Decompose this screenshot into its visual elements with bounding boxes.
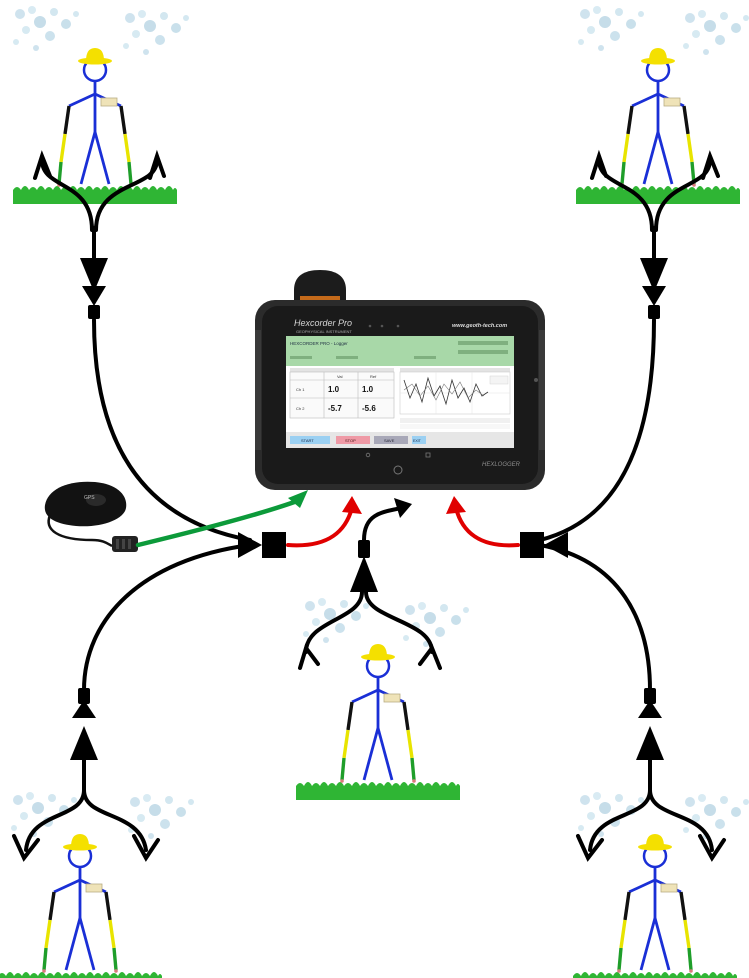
cable-bottom-right bbox=[538, 543, 726, 862]
exit-button-label: EXIT bbox=[413, 439, 422, 443]
arrowhead-icon bbox=[640, 258, 668, 292]
device-bottom-logo: HEXLOGGER bbox=[482, 462, 521, 468]
gps-antenna: GPS bbox=[44, 481, 138, 552]
cable-connector-icon bbox=[648, 305, 660, 319]
arrowhead-icon bbox=[80, 258, 108, 292]
surveyor-top-right bbox=[574, 46, 742, 206]
surveyor-top-left bbox=[11, 46, 179, 206]
arrowhead-icon bbox=[350, 556, 378, 592]
arrowhead-icon bbox=[636, 726, 664, 760]
tablet-screen: HEXCORDER PRO - Logger Val Ref Ch 1 1.0 … bbox=[286, 336, 514, 448]
stop-button-label: STOP bbox=[345, 438, 356, 443]
arrowhead-icon bbox=[70, 726, 98, 760]
table-header-ref: Ref bbox=[370, 374, 377, 379]
table-row2-ref: -5.6 bbox=[362, 404, 376, 413]
surveyor-center bbox=[294, 642, 462, 802]
table-row2-label: Ch 2 bbox=[296, 406, 305, 411]
screen-data-table: Val Ref Ch 1 1.0 1.0 Ch 2 -5.7 -5.6 bbox=[289, 368, 395, 419]
green-link-gps bbox=[135, 497, 303, 548]
save-button-label: SAVE bbox=[384, 438, 395, 443]
cable-connector-icon bbox=[88, 305, 100, 319]
cable-bottom-left bbox=[12, 543, 252, 862]
screen-app-title: HEXCORDER PRO - Logger bbox=[290, 341, 348, 346]
device-brand-title: Hexcorder Pro bbox=[294, 318, 352, 328]
screen-exit-button[interactable]: EXIT bbox=[412, 436, 426, 444]
screen-stop-button[interactable]: STOP bbox=[336, 436, 370, 444]
screen-save-button[interactable]: SAVE bbox=[374, 436, 408, 444]
device-url: www.geoth-tech.com bbox=[452, 323, 507, 329]
hub-connector-left bbox=[238, 532, 286, 558]
table-header-val: Val bbox=[337, 374, 343, 379]
screen-start-button[interactable]: START bbox=[290, 436, 330, 444]
svg-text:GPS: GPS bbox=[84, 495, 95, 501]
red-link-right bbox=[454, 506, 520, 548]
tablet-nav-buttons bbox=[365, 452, 431, 475]
table-row2-val: -5.7 bbox=[328, 404, 342, 413]
start-button-label: START bbox=[301, 438, 314, 443]
cable-center bbox=[298, 498, 442, 670]
cable-connector-icon bbox=[358, 540, 370, 558]
screen-waveform-graph bbox=[399, 368, 511, 429]
device-brand-subtitle: GEOPHYSICAL INSTRUMENT bbox=[296, 329, 352, 334]
red-link-left bbox=[286, 506, 354, 548]
field-tablet: Hexcorder Pro GEOPHYSICAL INSTRUMENT www… bbox=[255, 270, 545, 490]
hub-connector-right bbox=[520, 532, 568, 558]
table-row1-label: Ch 1 bbox=[296, 387, 305, 392]
cable-top-left bbox=[33, 149, 252, 542]
cable-top-right bbox=[538, 149, 720, 542]
table-row1-val: 1.0 bbox=[328, 385, 340, 394]
table-row1-ref: 1.0 bbox=[362, 385, 374, 394]
